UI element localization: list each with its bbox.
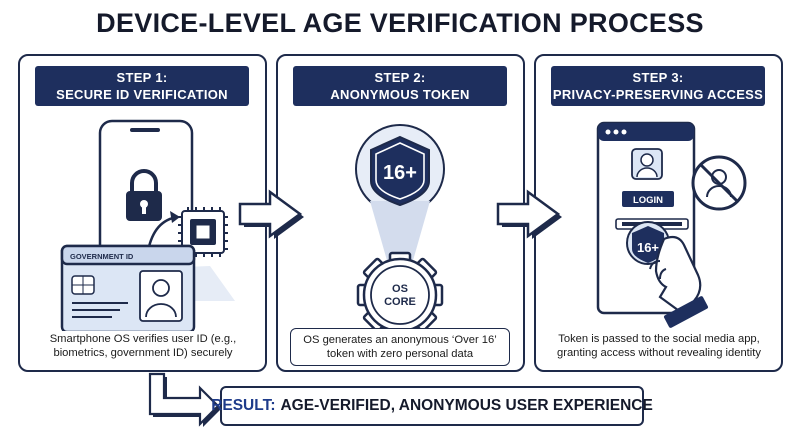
login-button xyxy=(622,191,674,207)
result-text: AGE-VERIFIED, ANONYMOUS USER EXPERIENCE xyxy=(280,397,653,414)
step-3-label: STEP 3: xyxy=(632,70,684,85)
step-3-header: STEP 3: PRIVACY-PRESERVING ACCESS xyxy=(551,66,765,106)
step-1-name: SECURE ID VERIFICATION xyxy=(56,87,228,102)
step-3-panel: STEP 3: PRIVACY-PRESERVING ACCESS LOGIN xyxy=(534,54,783,372)
arrow-right-icon-2 xyxy=(496,189,562,239)
page-title: DEVICE-LEVEL AGE VERIFICATION PROCESS xyxy=(96,8,704,38)
step-1-header: STEP 1: SECURE ID VERIFICATION xyxy=(35,66,249,106)
age-16-badge: 16+ xyxy=(370,135,430,207)
result-label: RESULT: xyxy=(211,397,276,414)
badge-text: 16+ xyxy=(383,162,417,184)
step-1-panel: STEP 1: SECURE ID VERIFICATION xyxy=(18,54,267,372)
step-1-illustration: GOVERNMENT ID xyxy=(60,119,235,331)
token-text: 16+ xyxy=(637,240,659,255)
step-2-name: ANONYMOUS TOKEN GENERATION xyxy=(330,87,470,119)
card-label: GOVERNMENT ID xyxy=(70,252,134,261)
chip-icon xyxy=(178,207,228,257)
step-2-illustration: 16+ OS CORE xyxy=(355,124,445,329)
step-3-name: PRIVACY-PRESERVING ACCESS xyxy=(552,87,764,102)
step-2-label: STEP 2: xyxy=(374,70,426,85)
gear-icon: OS CORE xyxy=(356,251,444,329)
hand-icon xyxy=(649,235,709,328)
step-2-header: STEP 2: ANONYMOUS TOKEN GENERATION xyxy=(293,66,507,119)
step-1-caption: Smartphone OS verifies user ID (e.g., bi… xyxy=(49,333,237,359)
no-identity-icon xyxy=(691,155,747,211)
lock-icon xyxy=(126,169,162,221)
result-banner: RESULT: AGE-VERIFIED, ANONYMOUS USER EXP… xyxy=(211,386,653,426)
step-1-label: STEP 1: xyxy=(116,70,168,85)
arrow-right-icon-1 xyxy=(238,189,304,239)
step-3-illustration: LOGIN 16+ xyxy=(596,121,747,328)
step-2-caption: OS generates an anonymous ‘Over 16’ toke… xyxy=(290,328,510,366)
government-id-card: GOVERNMENT ID xyxy=(60,244,196,331)
step-2-panel: STEP 2: ANONYMOUS TOKEN GENERATION 16+ xyxy=(276,54,525,372)
result-arrow-icon xyxy=(148,372,221,427)
gear-text-line2: CORE xyxy=(384,296,416,308)
step-3-caption: Token is passed to the social media app,… xyxy=(557,333,761,359)
gear-text-line1: OS xyxy=(392,283,408,295)
login-label: LOGIN xyxy=(633,195,663,206)
